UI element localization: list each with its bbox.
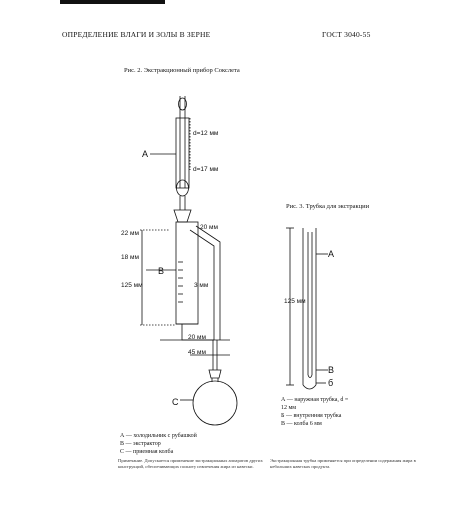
dimension-label: 45 мм (188, 349, 206, 356)
legend-item: Б — внутренняя трубка (281, 413, 342, 419)
figure2-caption: Рис. 3. Трубка для экстракции (286, 203, 370, 210)
figure2-label-b: В (328, 365, 335, 375)
footnote-left: Примечание. Допускается применение экстр… (118, 458, 263, 469)
legend-item: С — приемная колба (120, 449, 174, 455)
dimension-label: 22 мм (121, 230, 139, 237)
figure1-legend: А — холодильник с рубашкой В — экстракто… (120, 432, 197, 456)
dimension-label: 3 мм (194, 282, 209, 289)
figure1-caption: Рис. 2. Экстракционный прибор Сокслета (124, 67, 240, 74)
soxhlet-apparatus (140, 96, 238, 426)
legend-item: В — экстрактор (120, 441, 161, 447)
dimension-label: 125 мм (284, 298, 306, 305)
top-rule (60, 0, 165, 4)
legend-item: В — колба 6 мм (281, 421, 322, 427)
footnote-right: Экстракционная трубка применяется при оп… (270, 458, 416, 469)
figure2-label-c: б (328, 378, 334, 388)
figure1-label-a: А (142, 149, 149, 159)
dimension-label: 20 мм (188, 334, 206, 341)
dimension-label: d=17 мм (193, 166, 219, 173)
running-header-standard: ГОСТ 3040-55 (322, 30, 371, 39)
running-header-title: ОПРЕДЕЛЕНИЕ ВЛАГИ И ЗОЛЫ В ЗЕРНЕ (62, 30, 211, 39)
dimension-label: 20 мм (200, 224, 218, 231)
legend-item: А — наружная трубка, d = 12 мм (281, 397, 349, 411)
figure2-label-a: А (328, 249, 335, 259)
dimension-label: 125 мм (121, 282, 143, 289)
extraction-tube (286, 227, 328, 390)
figure1-label-c: С (172, 397, 179, 407)
legend-item: А — холодильник с рубашкой (120, 433, 197, 439)
figure2-legend: А — наружная трубка, d = 12 мм Б — внутр… (281, 396, 351, 428)
dimension-label: 18 мм (121, 254, 139, 261)
figure1-label-b: В (158, 266, 165, 276)
dimension-label: d=12 мм (193, 130, 219, 137)
